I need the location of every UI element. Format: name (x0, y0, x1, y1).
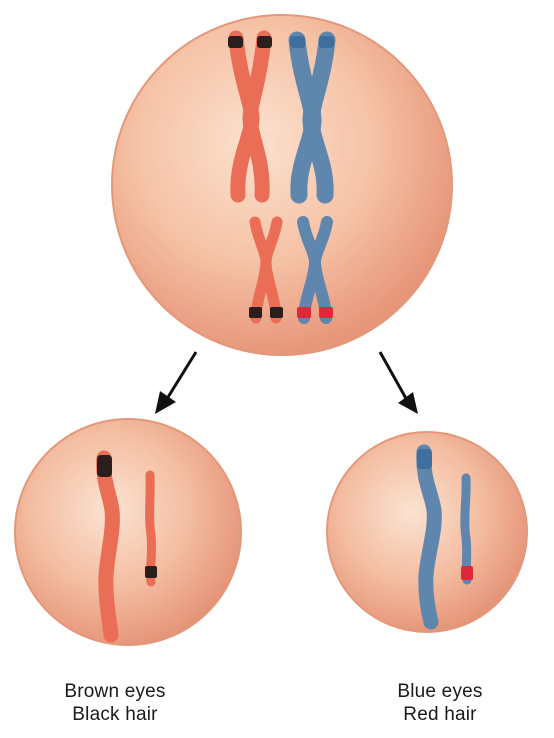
arrow-left (165, 352, 196, 402)
daughter-right-large-blue-chromatid (424, 452, 435, 622)
daughter-right-caption: Blue eyes Red hair (365, 680, 515, 726)
daughter-left-large-red-chromatid (104, 458, 113, 635)
daughter-left-small-red-chromatid (150, 475, 152, 582)
daughter-left-trait-hair: Black hair (40, 703, 190, 726)
blue-band-large-left (290, 36, 305, 48)
daughter-right-trait-hair: Red hair (365, 703, 515, 726)
blue-band-large-right (319, 36, 334, 48)
daughter-right-small-red-band (461, 566, 473, 580)
daughter-left-caption: Brown eyes Black hair (40, 680, 190, 726)
daughter-left-black-band (97, 455, 112, 477)
arrow-left-head (155, 391, 176, 414)
daughter-right-blue-band (417, 449, 432, 469)
daughter-cell-right (327, 432, 527, 632)
daughter-left-trait-eyes: Brown eyes (40, 680, 190, 703)
parent-cell (112, 15, 452, 355)
daughter-left-small-black-band (145, 566, 157, 578)
daughter-cell-left (15, 419, 241, 645)
daughter-right-trait-eyes: Blue eyes (365, 680, 515, 703)
red-band-small-blue-right (319, 307, 333, 318)
arrow-right (380, 352, 408, 402)
red-band-small-blue-left (297, 307, 311, 318)
daughter-right-small-blue-chromatid (465, 478, 467, 580)
black-band-small-red-right (270, 307, 283, 318)
black-band-large-red-left (228, 36, 243, 48)
black-band-small-red-left (249, 307, 262, 318)
arrow-right-head (398, 392, 418, 414)
black-band-large-red-right (257, 36, 272, 48)
